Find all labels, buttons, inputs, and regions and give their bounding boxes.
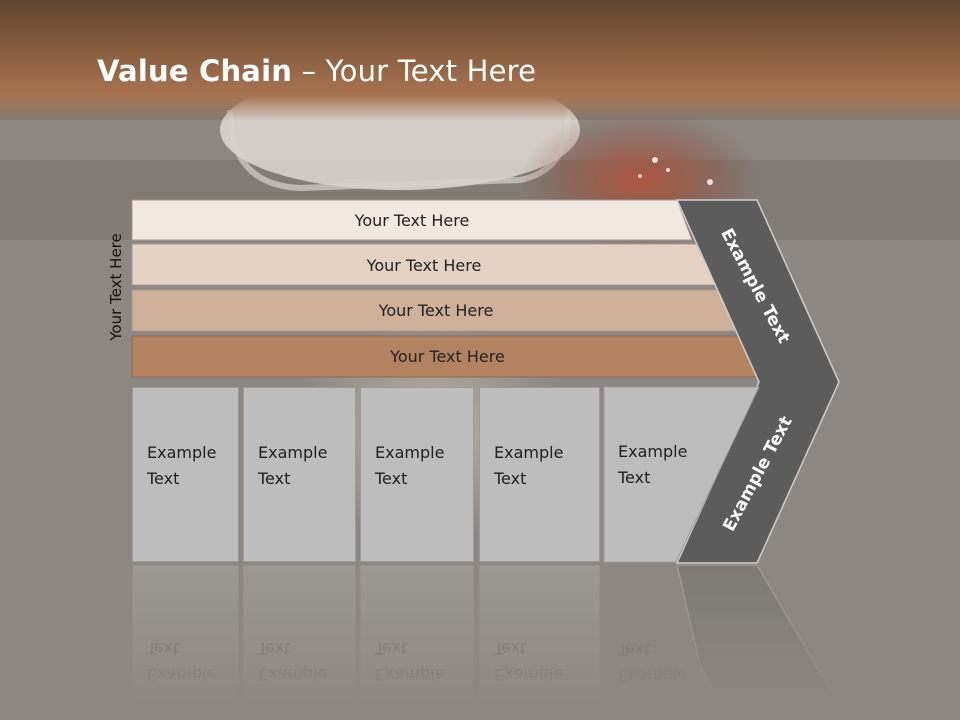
layer-1-label: Your Text Here xyxy=(354,210,470,230)
layer-4-label: Your Text Here xyxy=(390,347,505,366)
cell-2-line2: Text xyxy=(258,469,291,488)
cell-1-line2: Text xyxy=(147,469,180,488)
layer-1: Your Text Here xyxy=(132,200,692,240)
cell-1-line1: Example xyxy=(147,443,217,462)
cell-5-line2: Text xyxy=(618,468,651,487)
page-title: Value Chain – Your Text Here xyxy=(97,54,536,88)
title-band xyxy=(0,0,960,120)
cell-4-line2: Text xyxy=(494,469,527,488)
layer-4: Your Text Here xyxy=(132,336,763,377)
title-rest: – Your Text Here xyxy=(292,54,537,88)
cell-5-line1: Example xyxy=(618,442,688,461)
cell-4-line1: Example xyxy=(494,443,564,462)
cell-2-line1: Example xyxy=(258,443,328,462)
chevron-arrow xyxy=(675,199,840,564)
title-bold: Value Chain xyxy=(97,54,293,88)
layer-3-label: Your Text Here xyxy=(378,301,494,320)
layer-3: Your Text Here xyxy=(132,290,740,331)
cell-5-shape xyxy=(603,386,760,563)
reflection-chevron xyxy=(676,565,840,720)
cell-3-line1: Example xyxy=(375,443,445,462)
layer-2-label: Your Text Here xyxy=(366,255,482,275)
layer-2: Your Text Here xyxy=(132,245,716,285)
layer-bar-1 xyxy=(131,199,693,241)
cell-3-line2: Text xyxy=(375,469,408,488)
